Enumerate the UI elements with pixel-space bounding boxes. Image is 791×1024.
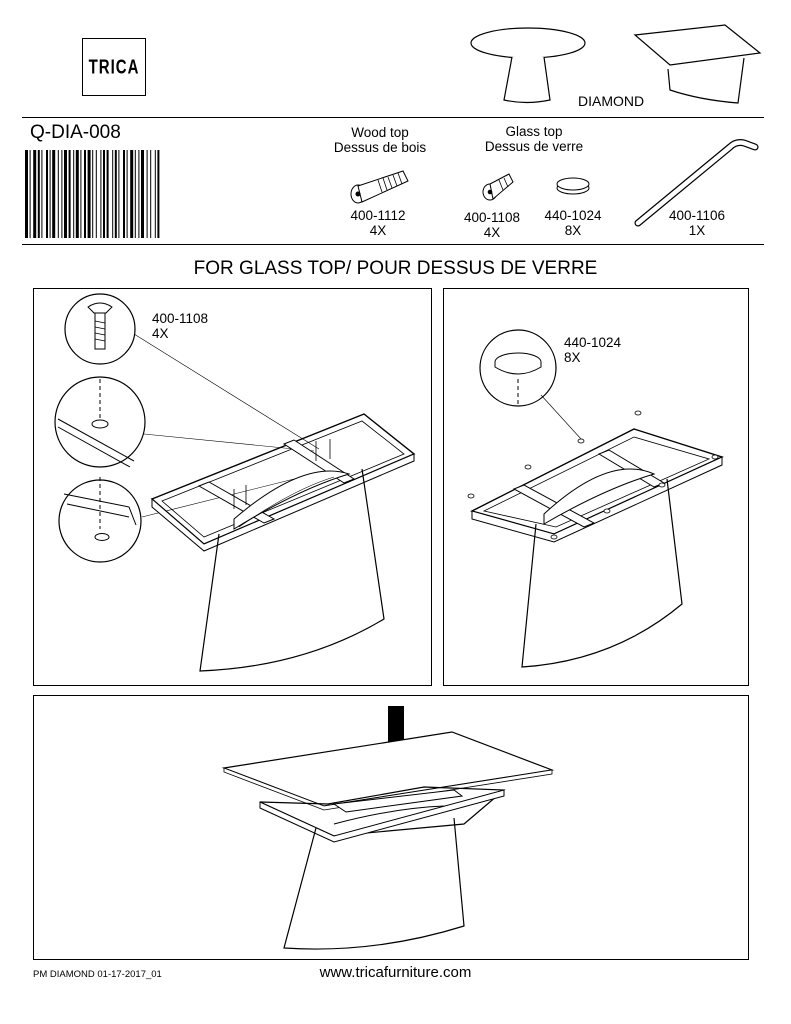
barcode-bar: [100, 150, 102, 238]
barcode-bar: [84, 150, 86, 238]
barcode-bar: [46, 150, 48, 238]
part-qty: 4X: [483, 225, 501, 240]
short-bolt-icon: [482, 173, 514, 201]
step-2-part-label: 440-1024 8X: [564, 335, 621, 365]
barcode-bar: [80, 150, 82, 238]
barcode-bar: [112, 150, 114, 238]
rect-table-illustration: [633, 24, 762, 104]
glass-pad-icon: [556, 177, 590, 195]
doc-code: Q-DIA-008: [30, 122, 121, 143]
header-divider-bottom: [22, 244, 764, 245]
website-link[interactable]: www.tricafurniture.com: [319, 964, 472, 981]
step-1-part-qty: 4X: [152, 326, 169, 341]
step-1-part-label: 400-1108 4X: [152, 311, 208, 341]
part-qty: 8X: [564, 223, 582, 238]
barcode-bar: [154, 150, 156, 238]
barcode-bar: [106, 150, 109, 238]
long-bolt-icon: [350, 170, 409, 204]
step-1-panel: 400-1108 4X: [33, 288, 432, 686]
wood-top-label-fr: Dessus de bois: [333, 140, 427, 155]
allen-key-icon: [634, 139, 759, 227]
barcode-bar: [25, 150, 28, 238]
barcode-bar: [146, 150, 148, 238]
product-name: DIAMOND: [578, 93, 645, 109]
bolt-detail: [87, 302, 113, 350]
brand-logo-text: TRICA: [88, 55, 140, 79]
barcode-bar: [103, 150, 105, 238]
header-divider-top: [22, 117, 764, 118]
barcode-bar: [49, 150, 51, 238]
part-code: 440-1024: [544, 208, 602, 223]
barcode-bar: [75, 150, 79, 238]
part-qty: 4X: [369, 223, 387, 238]
part-code: 400-1108: [463, 210, 521, 225]
barcode-bar: [37, 150, 40, 238]
step-1-part-code: 400-1108: [152, 311, 209, 326]
wood-top-label: Wood top Dessus de bois: [320, 125, 440, 155]
step-3-illustration: [221, 706, 555, 950]
barcode-bar: [73, 150, 75, 238]
wood-top-label-en: Wood top: [351, 125, 409, 140]
part-code: 400-1106: [668, 208, 726, 223]
barcode-bar: [33, 150, 37, 238]
barcode: [25, 150, 160, 238]
barcode-bar: [64, 150, 67, 238]
barcode-bar: [134, 150, 136, 238]
barcode-bar: [95, 150, 97, 238]
barcode-bar: [138, 150, 140, 238]
step-2-part-code: 440-1024: [564, 335, 622, 350]
round-table-illustration: [470, 27, 586, 104]
part-3-label: 440-1024 8X: [533, 208, 613, 238]
barcode-bar: [126, 150, 128, 238]
barcode-bar: [118, 150, 120, 238]
barcode-bar: [130, 150, 134, 238]
barcode-bar: [61, 150, 63, 238]
step-2-panel: 440-1024 8X: [443, 288, 749, 686]
part-code: 400-1112: [350, 208, 406, 223]
barcode-bar: [87, 150, 91, 238]
barcode-bar: [114, 150, 117, 238]
step-1-illustration: [54, 293, 416, 672]
part-2-label: 400-1108 4X: [452, 210, 532, 240]
part-qty: 1X: [688, 223, 706, 238]
barcode-bar: [92, 150, 94, 238]
barcode-bar: [150, 150, 152, 238]
step-3-panel: [33, 695, 749, 960]
barcode-bar: [41, 150, 43, 238]
barcode-bar: [141, 150, 144, 238]
glass-top-label: Glass top Dessus de verre: [470, 124, 598, 154]
barcode-bar: [52, 150, 56, 238]
glass-top-label-en: Glass top: [505, 124, 563, 139]
part-1-label: 400-1112 4X: [338, 208, 418, 238]
barcode-bar: [157, 150, 160, 238]
brand-logo: TRICA: [82, 38, 146, 96]
doc-version: PM DIAMOND 01-17-2017_01: [33, 969, 162, 980]
barcode-bar: [57, 150, 59, 238]
step-2-part-qty: 8X: [564, 350, 581, 365]
barcode-bar: [123, 150, 125, 238]
section-title: FOR GLASS TOP/ POUR DESSUS DE VERRE: [193, 258, 598, 279]
barcode-bar: [68, 150, 71, 238]
barcode-bar: [29, 150, 31, 238]
glass-top-label-fr: Dessus de verre: [484, 139, 584, 154]
part-4-label: 400-1106 1X: [657, 208, 737, 238]
step-2-illustration: [467, 329, 724, 668]
